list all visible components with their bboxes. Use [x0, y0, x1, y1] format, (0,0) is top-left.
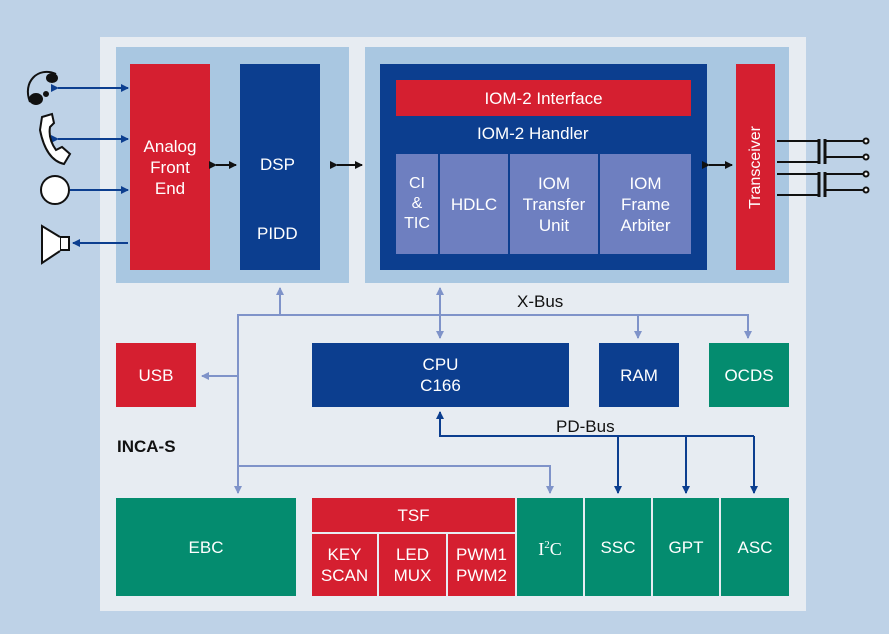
- ci-line3: TIC: [404, 215, 430, 232]
- asc-block: ASC: [721, 498, 789, 596]
- i2c-block: I2C: [517, 498, 583, 596]
- ssc-block: SSC: [585, 498, 651, 596]
- ebc-label: EBC: [188, 537, 224, 557]
- usb-label: USB: [138, 365, 174, 385]
- gpt-block: GPT: [653, 498, 719, 596]
- key-scan-block: KEY SCAN: [312, 534, 377, 596]
- led-line1: LED: [395, 545, 430, 564]
- arbiter-line2: Frame: [620, 194, 671, 214]
- ocds-block: OCDS: [709, 343, 789, 407]
- transfer-line1: IOM: [537, 173, 571, 193]
- iom-transfer-unit: IOM Transfer Unit: [510, 154, 598, 254]
- speaker-icon: [41, 224, 70, 265]
- x-bus: [201, 287, 752, 494]
- ram-block: RAM: [599, 343, 679, 407]
- iom2-handler-label: IOM-2 Handler: [477, 124, 589, 143]
- pwm-line1: PWM1: [456, 545, 507, 564]
- ssc-label: SSC: [600, 537, 636, 557]
- gpt-label: GPT: [668, 537, 704, 557]
- iom-frame-arbiter: IOM Frame Arbiter: [600, 154, 691, 254]
- transfer-line2: Transfer: [522, 194, 586, 214]
- dsp-block: DSP PIDD: [240, 64, 320, 270]
- led-line2: MUX: [393, 566, 432, 585]
- microphone-icon: [40, 175, 70, 205]
- pd-bus: [436, 411, 758, 494]
- i2c-label: I2C: [538, 535, 562, 560]
- ram-label: RAM: [620, 365, 658, 385]
- i2c-rest: C: [549, 538, 562, 559]
- usb-block: USB: [116, 343, 196, 407]
- x-bus-label: X-Bus: [517, 292, 564, 311]
- hdlc-label: HDLC: [450, 194, 498, 214]
- handset-icon: [38, 112, 72, 166]
- ci-line1: CI: [409, 175, 425, 192]
- ci-tic-cell: CI & TIC: [396, 154, 438, 254]
- hdlc-cell: HDLC: [440, 154, 508, 254]
- i2c-base: I: [538, 538, 545, 559]
- pd-bus-label: PD-Bus: [556, 417, 615, 436]
- cpu-line2: C166: [420, 376, 461, 395]
- key-line2: SCAN: [320, 566, 369, 585]
- afe-line2: Front: [150, 157, 190, 177]
- analog-front-end: Analog Front End: [130, 64, 210, 270]
- ebc-block: EBC: [116, 498, 296, 596]
- afe-line1: Analog: [143, 136, 197, 156]
- pidd-label: PIDD: [257, 224, 298, 243]
- dsp-label: DSP: [260, 155, 295, 174]
- chip-name: INCA-S: [117, 437, 176, 456]
- led-mux-block: LED MUX: [379, 534, 446, 596]
- tsf-label: TSF: [397, 505, 430, 525]
- headset-icon: [27, 71, 58, 105]
- arbiter-line3: Arbiter: [620, 215, 671, 235]
- line-interface: [777, 137, 870, 197]
- asc-label: ASC: [737, 537, 773, 557]
- pwm-block: PWM1 PWM2: [448, 534, 515, 596]
- pwm-line2: PWM2: [456, 566, 507, 585]
- afe-line3: End: [154, 178, 186, 198]
- cpu-line1: CPU: [422, 355, 459, 374]
- transfer-line3: Unit: [538, 215, 570, 235]
- transceiver: Transceiver: [736, 64, 775, 270]
- ocds-label: OCDS: [724, 365, 774, 385]
- arbiter-line1: IOM: [629, 173, 662, 193]
- iom2-interface: IOM-2 Interface: [396, 80, 691, 116]
- key-line1: KEY: [327, 545, 362, 564]
- tsf-header: TSF: [312, 498, 515, 532]
- iom2-interface-label: IOM-2 Interface: [484, 88, 603, 108]
- ci-line2: &: [411, 195, 423, 212]
- i2c-sup: 2: [544, 538, 550, 551]
- cpu-block: CPU C166: [312, 343, 569, 407]
